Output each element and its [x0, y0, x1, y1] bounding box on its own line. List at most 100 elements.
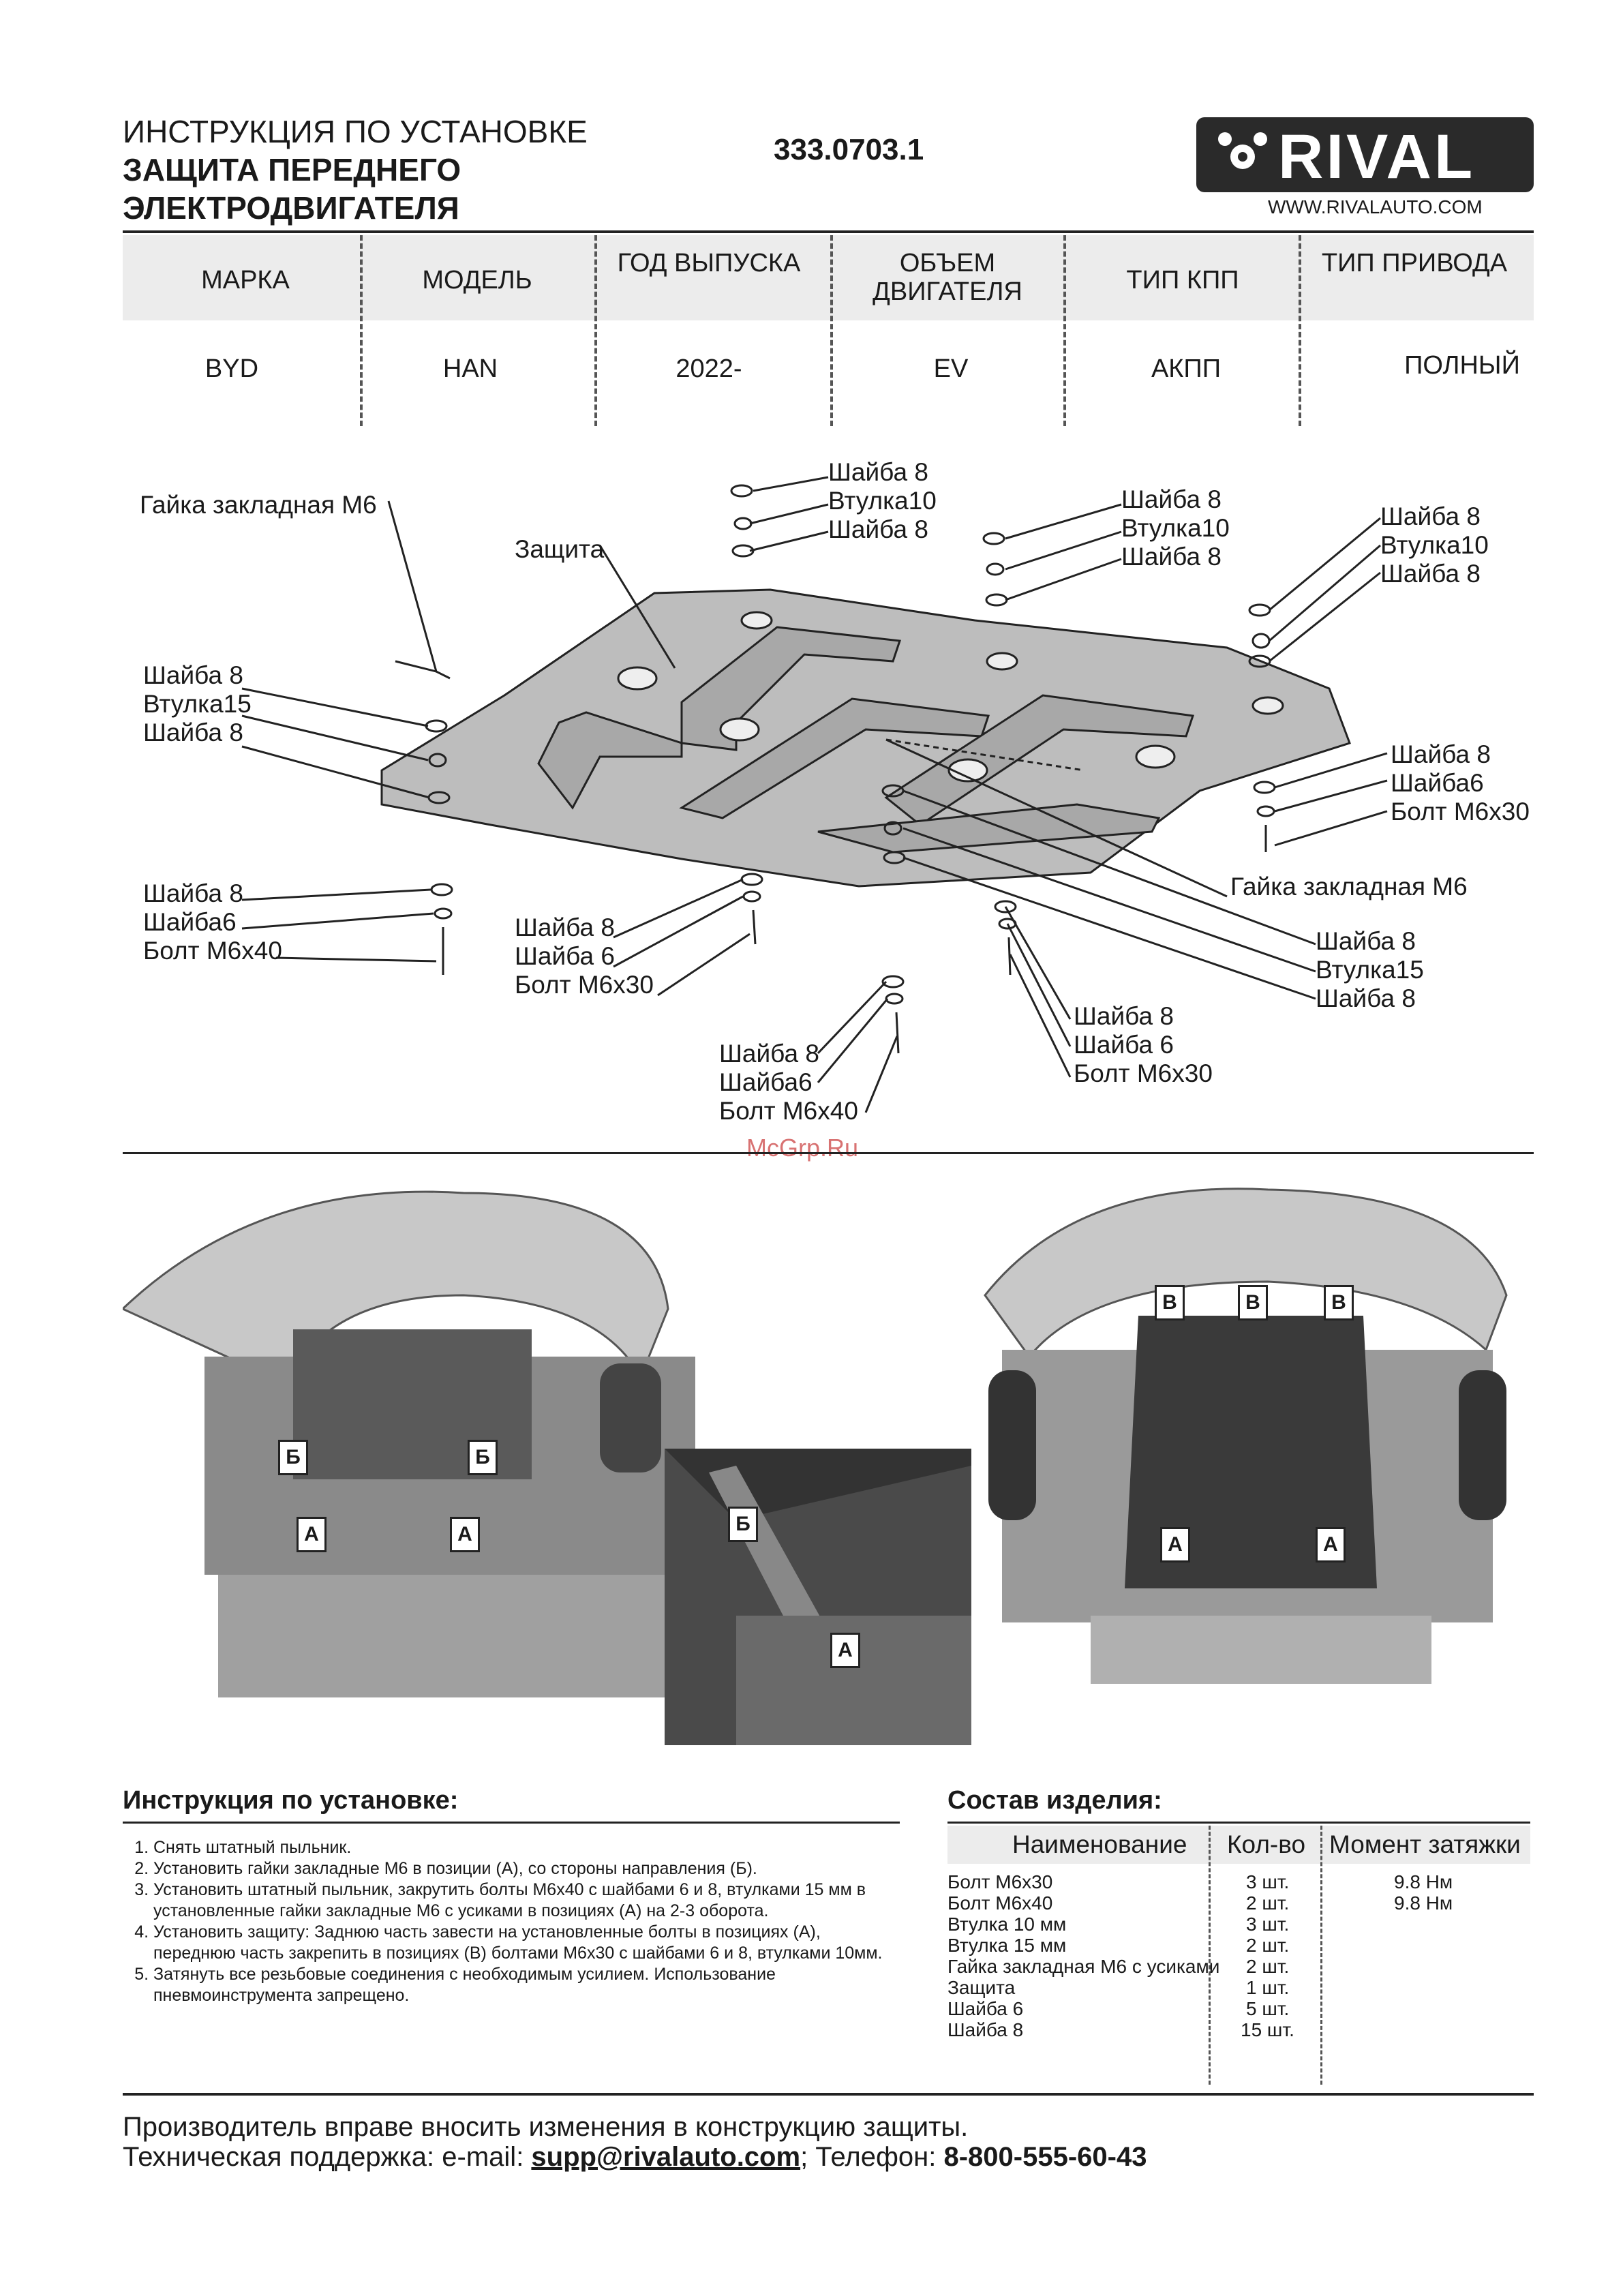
label-g2-washer: Шайба 8: [1121, 543, 1222, 571]
table-row: Шайба 8 15 шт.: [947, 2019, 1294, 2040]
spec-divider: [830, 235, 833, 426]
table-row: Втулка 15 мм 2 шт.: [947, 1935, 1290, 1956]
title-line-1: ИНСТРУКЦИЯ ПО УСТАНОВКЕ: [123, 114, 588, 149]
instruction-step: Снять штатный пыльник.: [153, 1837, 900, 1858]
marker-a: А: [450, 1517, 480, 1552]
marker-v: В: [1324, 1285, 1354, 1320]
instruction-step: Установить гайки закладные М6 в позиции …: [153, 1858, 900, 1879]
support-phone[interactable]: 8-800-555-60-43: [943, 2142, 1147, 2172]
table-row: Шайба 6 5 шт.: [947, 1998, 1290, 2019]
marker-a: А: [1160, 1527, 1190, 1562]
table-row: Защита 1 шт.: [947, 1977, 1290, 1998]
header-rule: [123, 230, 1534, 233]
label-g7-bolt: Болт М6х40: [143, 937, 282, 965]
marker-b: Б: [728, 1507, 758, 1542]
table-row: Болт М6х30 3 шт. 9.8 Нм: [947, 1871, 1453, 1892]
label-g9-bolt: Болт М6х30: [1074, 1059, 1213, 1087]
label-g7-washer: Шайба 8: [143, 879, 243, 907]
label-g6-washer: Шайба 8: [1316, 984, 1416, 1012]
label-g4-washer: Шайба 8: [143, 661, 243, 689]
label-g8-washer: Шайба 8: [515, 913, 615, 941]
label-g5-bolt: Болт М6х30: [1391, 798, 1530, 826]
composition-rule: [947, 1822, 1530, 1824]
comp-divider: [1320, 1826, 1322, 2085]
marker-v: В: [1238, 1285, 1268, 1320]
support-label: Техническая поддержка: e-mail:: [123, 2142, 532, 2172]
watermark: McGrp.Ru: [746, 1134, 859, 1162]
footer-support: Техническая поддержка: e-mail: supp@riva…: [123, 2142, 1147, 2173]
label-g8-washer6: Шайба 6: [515, 942, 615, 970]
comp-header-qty: Кол-во: [1227, 1830, 1306, 1858]
label-g3-bushing: Втулка10: [1380, 531, 1489, 559]
table-row: Втулка 10 мм 3 шт.: [947, 1914, 1290, 1935]
spec-header-brand: МАРКА: [201, 266, 290, 294]
photo-middle: [665, 1449, 971, 1745]
spec-value-model: HAN: [442, 354, 498, 383]
article-number: 333.0703.1: [774, 133, 924, 166]
spec-value-engine: EV: [933, 354, 969, 383]
exploded-diagram: [241, 476, 1388, 1113]
spec-divider: [1299, 235, 1301, 426]
spec-header-model: МОДЕЛЬ: [422, 266, 532, 294]
label-g9-washer: Шайба 8: [1074, 1002, 1174, 1030]
instructions-list: Снять штатный пыльник. Установить гайки …: [123, 1837, 900, 2006]
comp-header-torque: Момент затяжки: [1329, 1830, 1521, 1858]
label-g6-bushing: Втулка15: [1316, 956, 1424, 984]
label-g4-washer: Шайба 8: [143, 719, 243, 746]
table-row: Гайка закладная М6 с усиками 2 шт.: [947, 1956, 1290, 1977]
label-g3-washer: Шайба 8: [1380, 560, 1481, 588]
composition-rows: Болт М6х30 3 шт. 9.8 Нм Болт М6х40 2 шт.…: [947, 1871, 1530, 2040]
logo-text: RIVAL: [1278, 122, 1476, 192]
instruction-step: Установить защиту: Заднюю часть завести …: [153, 1922, 900, 1964]
spec-header-gearbox: ТИП КПП: [1126, 266, 1239, 294]
spec-header-drive: ТИП ПРИВОДА: [1321, 249, 1508, 277]
website-link[interactable]: WWW.RIVALAUTO.COM: [1268, 196, 1483, 217]
marker-a: А: [830, 1633, 860, 1668]
support-email-link[interactable]: supp@rivalauto.com: [531, 2142, 801, 2172]
label-g9-washer6: Шайба 6: [1074, 1031, 1174, 1059]
instruction-step: Затянуть все резьбовые соединения с необ…: [153, 1964, 900, 2006]
spec-divider: [1063, 235, 1066, 426]
composition-title: Состав изделия:: [947, 1786, 1162, 1815]
label-g10-bolt: Болт М6х40: [719, 1097, 858, 1125]
label-g6-washer: Шайба 8: [1316, 927, 1416, 955]
marker-a: А: [1316, 1527, 1346, 1562]
title-line-2: ЗАЩИТА ПЕРЕДНЕГО: [123, 152, 461, 187]
footer-rule: [123, 2093, 1534, 2096]
support-separator: ; Телефон:: [800, 2142, 944, 2172]
rival-logo: RIVAL: [1196, 117, 1534, 192]
spec-header-engine: ОБЪЕМ ДВИГАТЕЛЯ: [873, 249, 1022, 306]
label-shield: Защита: [515, 535, 605, 563]
label-g2-bushing: Втулка10: [1121, 514, 1230, 542]
label-g1-washer: Шайба 8: [828, 515, 928, 543]
label-embedded-nut-m6-right: Гайка закладная М6: [1230, 873, 1468, 901]
label-g1-bushing: Втулка10: [828, 487, 937, 515]
label-g4-bushing: Втулка15: [143, 690, 252, 718]
comp-header-name: Наименование: [1012, 1830, 1187, 1858]
label-g2-washer: Шайба 8: [1121, 485, 1222, 513]
title-line-3: ЭЛЕКТРОДВИГАТЕЛЯ: [123, 190, 459, 226]
footer-disclaimer: Производитель вправе вносить изменения в…: [123, 2112, 969, 2142]
photo-right: [984, 1188, 1508, 1684]
instructions-rule: [123, 1822, 900, 1824]
logo-emblem-icon: [1218, 132, 1267, 169]
label-g5-washer6: Шайба6: [1391, 769, 1484, 797]
label-embedded-nut-m6: Гайка закладная М6: [140, 491, 377, 519]
instruction-step: Установить штатный пыльник, закрутить бо…: [153, 1879, 900, 1922]
comp-divider: [1209, 1826, 1211, 2085]
label-g7-washer6: Шайба6: [143, 908, 237, 936]
photo-left: [123, 1190, 695, 1697]
label-g1-washer: Шайба 8: [828, 458, 928, 486]
label-g10-washer: Шайба 8: [719, 1040, 819, 1068]
spec-divider: [594, 235, 597, 426]
label-g10-washer6: Шайба6: [719, 1068, 813, 1096]
label-g3-washer: Шайба 8: [1380, 502, 1481, 530]
spec-value-drive: ПОЛНЫЙ: [1404, 351, 1520, 380]
label-g5-washer: Шайба 8: [1391, 740, 1491, 768]
marker-v: В: [1155, 1285, 1185, 1320]
spec-header-year: ГОД ВЫПУСКА: [617, 249, 801, 277]
spec-value-brand: BYD: [204, 354, 259, 383]
marker-b: Б: [468, 1440, 498, 1475]
spec-divider: [360, 235, 363, 426]
composition-header-bg: [947, 1826, 1530, 1864]
